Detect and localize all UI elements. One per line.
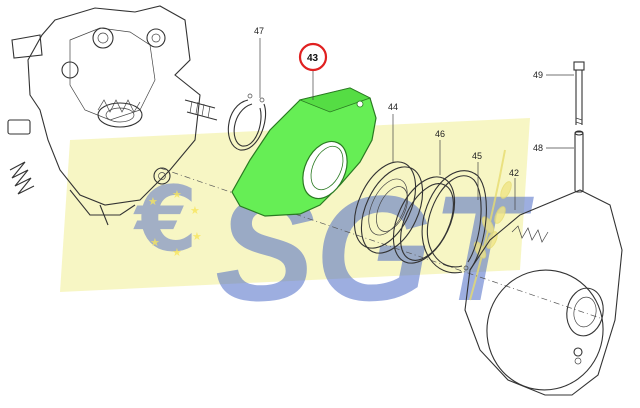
highlight-circle [298, 42, 328, 72]
svg-text:★: ★ [148, 196, 158, 208]
part-48-pin [574, 130, 584, 193]
svg-text:★: ★ [150, 237, 160, 249]
svg-text:★: ★ [172, 247, 182, 259]
callout-labels: 47 43 44 46 45 42 48 49 [254, 26, 543, 178]
callout-47: 47 [254, 26, 264, 36]
part-46-ring [392, 176, 456, 264]
part-43-bearing-housing [231, 87, 377, 217]
callout-44: 44 [388, 102, 398, 112]
part-43-bore [302, 140, 348, 200]
svg-text:★: ★ [192, 231, 202, 243]
callout-49: 49 [533, 70, 543, 80]
part-45-snap-ring [421, 170, 487, 274]
gearbox-housing [7, 5, 218, 226]
callout-46: 46 [435, 129, 445, 139]
callout-48: 48 [533, 143, 543, 153]
euro-symbol-icon: € [133, 167, 198, 272]
callout-45: 45 [472, 151, 482, 161]
part-44-ball-bearing [353, 161, 424, 254]
stars-icon: ★ ★ ★ ★ ★ ★ [148, 189, 202, 259]
callout-43: 43 [307, 53, 319, 64]
callout-leaders [259, 38, 574, 210]
part-42-pulley [464, 189, 623, 396]
svg-text:★: ★ [190, 205, 200, 217]
callout-42: 42 [509, 168, 519, 178]
svg-text:★: ★ [172, 189, 182, 201]
part-47-circlip [227, 93, 267, 151]
part-49-bolt [573, 61, 585, 125]
